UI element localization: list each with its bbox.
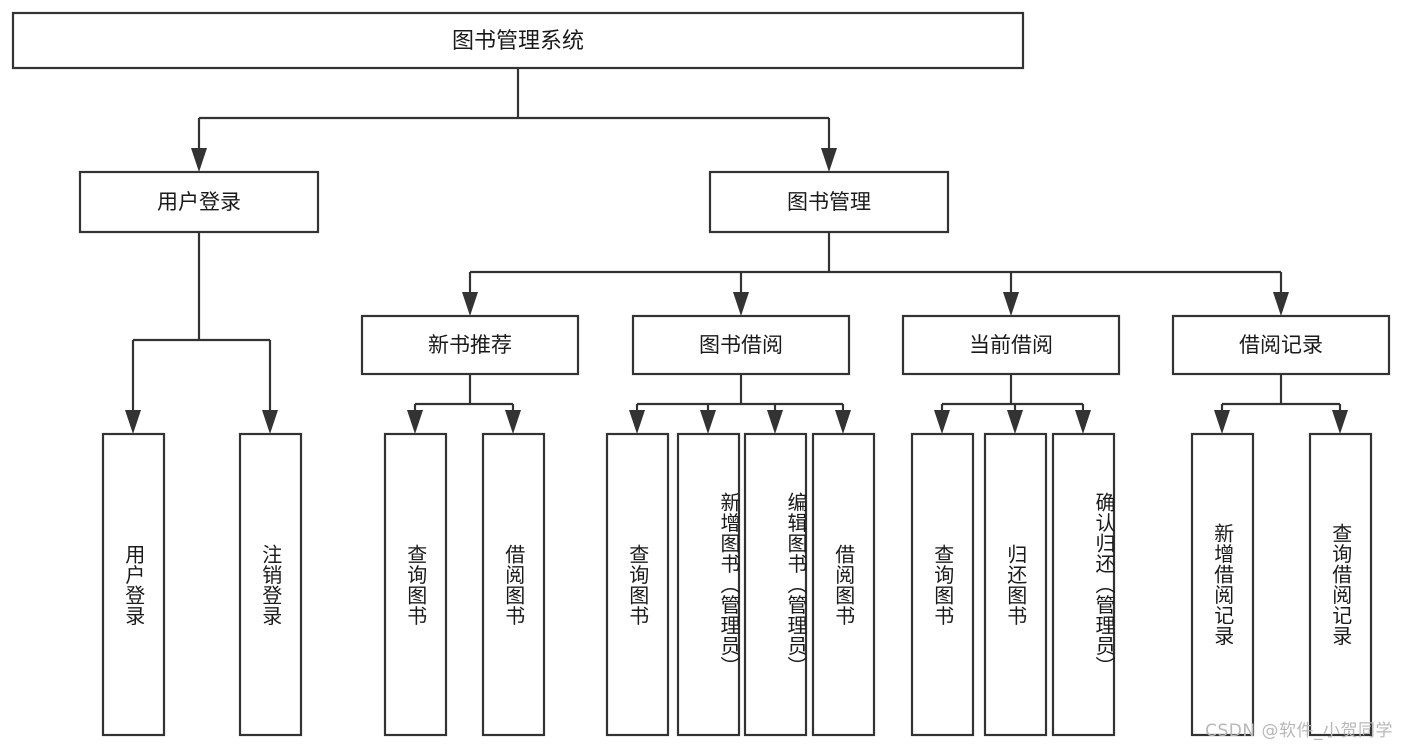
arrowhead-borrowrecord-leaf-2	[1332, 410, 1348, 434]
csdn-watermark: CSDN @软件_小贺同学	[1205, 721, 1393, 741]
arrowhead-book-manage	[821, 148, 837, 172]
node-new-book-recommend-box[interactable]	[360, 314, 580, 376]
node-leaf-return-book-box[interactable]	[983, 432, 1048, 737]
node-current-borrow[interactable]: 当前借阅	[901, 314, 1121, 376]
node-leaf-edit-book-box[interactable]	[743, 432, 808, 737]
node-current-borrow-box[interactable]	[901, 314, 1121, 376]
arrowhead-currentborrow-leaf-3	[1075, 410, 1091, 434]
node-root-system-label: 图书管理系统	[452, 29, 584, 54]
node-leaf-query-book-2-box[interactable]	[605, 432, 670, 737]
arrowhead-user-login	[191, 148, 207, 172]
node-leaf-user-login-box[interactable]	[101, 432, 166, 737]
connectors	[125, 68, 1348, 434]
node-leaf-query-book-3-box[interactable]	[910, 432, 975, 737]
node-root-system-box[interactable]	[11, 11, 1025, 70]
arrowhead-borrowrecord-leaf-1	[1214, 410, 1230, 434]
node-root-system[interactable]: 图书管理系统	[11, 11, 1025, 70]
arrowhead-currentborrow-leaf-2	[1007, 410, 1023, 434]
arrowhead-currentborrow-leaf-1	[934, 410, 950, 434]
node-current-borrow-label: 当前借阅	[969, 333, 1053, 357]
node-leaf-borrow-book-2-box[interactable]	[811, 432, 876, 737]
node-borrow-record-label: 借阅记录	[1239, 333, 1323, 357]
node-book-management[interactable]: 图书管理	[708, 170, 950, 234]
node-borrow-record-box[interactable]	[1171, 314, 1391, 376]
node-book-management-box[interactable]	[708, 170, 950, 234]
node-user-login[interactable]: 用户登录	[78, 170, 320, 234]
arrowhead-bookborrow-leaf-4	[835, 410, 851, 434]
node-book-borrow[interactable]: 图书借阅	[631, 314, 851, 376]
node-leaf-add-book-box[interactable]	[676, 432, 741, 737]
arrowhead-new-book	[462, 292, 478, 316]
arrowhead-borrow-record	[1273, 292, 1289, 316]
leaf-boxes	[101, 432, 1373, 737]
node-user-login-label: 用户登录	[157, 190, 241, 214]
node-book-borrow-label: 图书借阅	[699, 333, 783, 357]
node-leaf-borrow-book-1-box[interactable]	[481, 432, 546, 737]
node-leaf-confirm-return-box[interactable]	[1051, 432, 1116, 737]
node-book-management-label: 图书管理	[787, 190, 871, 214]
node-leaf-query-record-box[interactable]	[1308, 432, 1373, 737]
arrowhead-leaf-user-login	[125, 410, 141, 434]
node-new-book-recommend[interactable]: 新书推荐	[360, 314, 580, 376]
node-leaf-add-record-box[interactable]	[1190, 432, 1255, 737]
arrowhead-bookborrow-leaf-1	[629, 410, 645, 434]
arrowhead-newbook-leaf-1	[407, 410, 423, 434]
arrowhead-current-borrow	[1003, 292, 1019, 316]
node-leaf-logout-box[interactable]	[238, 432, 303, 737]
node-book-borrow-box[interactable]	[631, 314, 851, 376]
arrowhead-bookborrow-leaf-3	[767, 410, 783, 434]
arrowhead-newbook-leaf-2	[505, 410, 521, 434]
arrowhead-bookborrow-leaf-2	[700, 410, 716, 434]
arrowhead-book-borrow	[733, 292, 749, 316]
node-leaf-query-book-1-box[interactable]	[383, 432, 448, 737]
arrowhead-leaf-logout	[262, 410, 278, 434]
node-new-book-recommend-label: 新书推荐	[428, 333, 512, 357]
node-user-login-box[interactable]	[78, 170, 320, 234]
node-borrow-record[interactable]: 借阅记录	[1171, 314, 1391, 376]
